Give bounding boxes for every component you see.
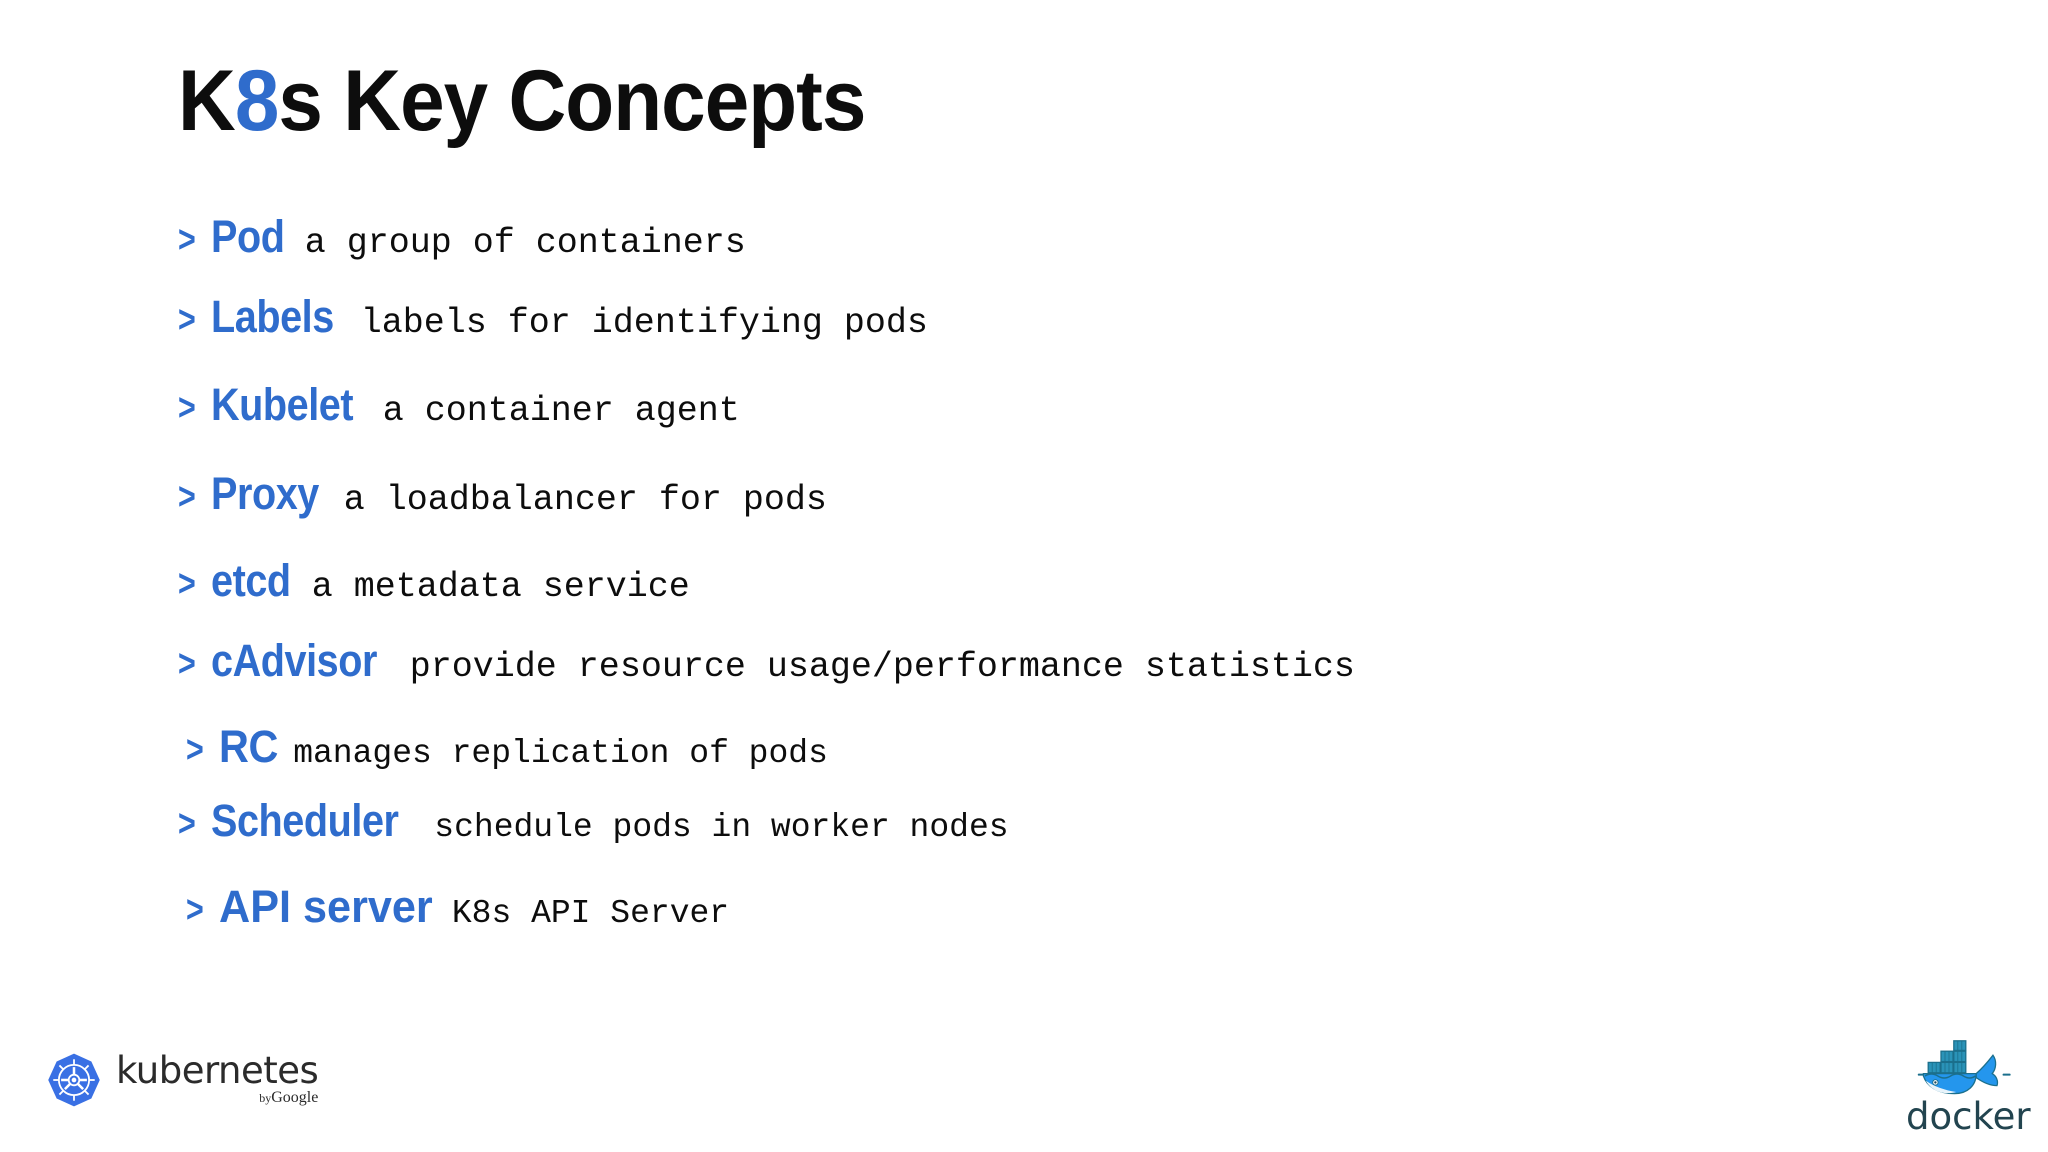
docker-wordmark: docker	[1906, 1095, 2031, 1138]
concept-term: Labels	[211, 291, 335, 342]
chevron-right-icon: >	[178, 563, 196, 605]
concept-description: a metadata service	[311, 567, 690, 607]
chevron-right-icon: >	[178, 219, 196, 261]
byline-by: by	[259, 1091, 272, 1105]
concept-description: a loadbalancer for pods	[343, 480, 827, 520]
list-item: > API server K8s API Server	[186, 884, 729, 930]
kubernetes-byline: byGoogle	[116, 1090, 318, 1106]
list-item: > Labels labels for identifying pods	[178, 294, 928, 341]
concept-term: API server	[219, 881, 433, 932]
concept-description: schedule pods in worker nodes	[434, 809, 1009, 846]
concept-term: Kubelet	[211, 379, 354, 430]
concept-term: Pod	[211, 211, 285, 262]
kubernetes-wordmark-text: kubernetes	[116, 1049, 319, 1092]
concept-term: RC	[219, 721, 279, 772]
title-accent-digit: 8	[234, 53, 279, 149]
chevron-right-icon: >	[186, 889, 204, 931]
list-item: > Scheduler schedule pods in worker node…	[178, 798, 1009, 844]
list-item: > Kubelet a container agent	[178, 382, 740, 429]
byline-brand: Google	[271, 1089, 319, 1106]
concept-description: a container agent	[382, 391, 740, 431]
list-item: > RC manages replication of pods	[186, 724, 828, 770]
title-prefix: K	[178, 53, 236, 149]
chevron-right-icon: >	[178, 643, 196, 685]
concept-description: labels for identifying pods	[360, 303, 928, 343]
chevron-right-icon: >	[178, 803, 196, 845]
page-title: K8s Key Concepts	[178, 58, 866, 144]
concept-term: Proxy	[211, 468, 320, 519]
kubernetes-helm-icon	[46, 1052, 102, 1108]
chevron-right-icon: >	[186, 729, 204, 771]
title-suffix: s Key Concepts	[278, 53, 866, 149]
kubernetes-wordmark: kubernetes byGoogle	[116, 1049, 319, 1108]
list-item: > Proxy a loadbalancer for pods	[178, 471, 827, 518]
concept-description: manages replication of pods	[293, 735, 828, 772]
chevron-right-icon: >	[178, 299, 196, 341]
chevron-right-icon: >	[178, 476, 196, 518]
list-item: > etcd a metadata service	[178, 558, 690, 605]
docker-whale-icon	[1913, 1036, 2017, 1100]
concept-description: a group of containers	[304, 223, 746, 263]
chevron-right-icon: >	[178, 387, 196, 429]
list-item: > cAdvisor provide resource usage/perfor…	[178, 638, 1355, 685]
docker-logo: docker	[1906, 1036, 2031, 1138]
concept-description: K8s API Server	[451, 895, 730, 932]
concept-term: cAdvisor	[211, 635, 378, 686]
concept-term: Scheduler	[211, 795, 399, 846]
list-item: > Pod a group of containers	[178, 214, 746, 261]
concept-description: provide resource usage/performance stati…	[409, 647, 1355, 687]
concept-term: etcd	[211, 555, 291, 606]
kubernetes-logo: kubernetes byGoogle	[46, 1049, 319, 1108]
